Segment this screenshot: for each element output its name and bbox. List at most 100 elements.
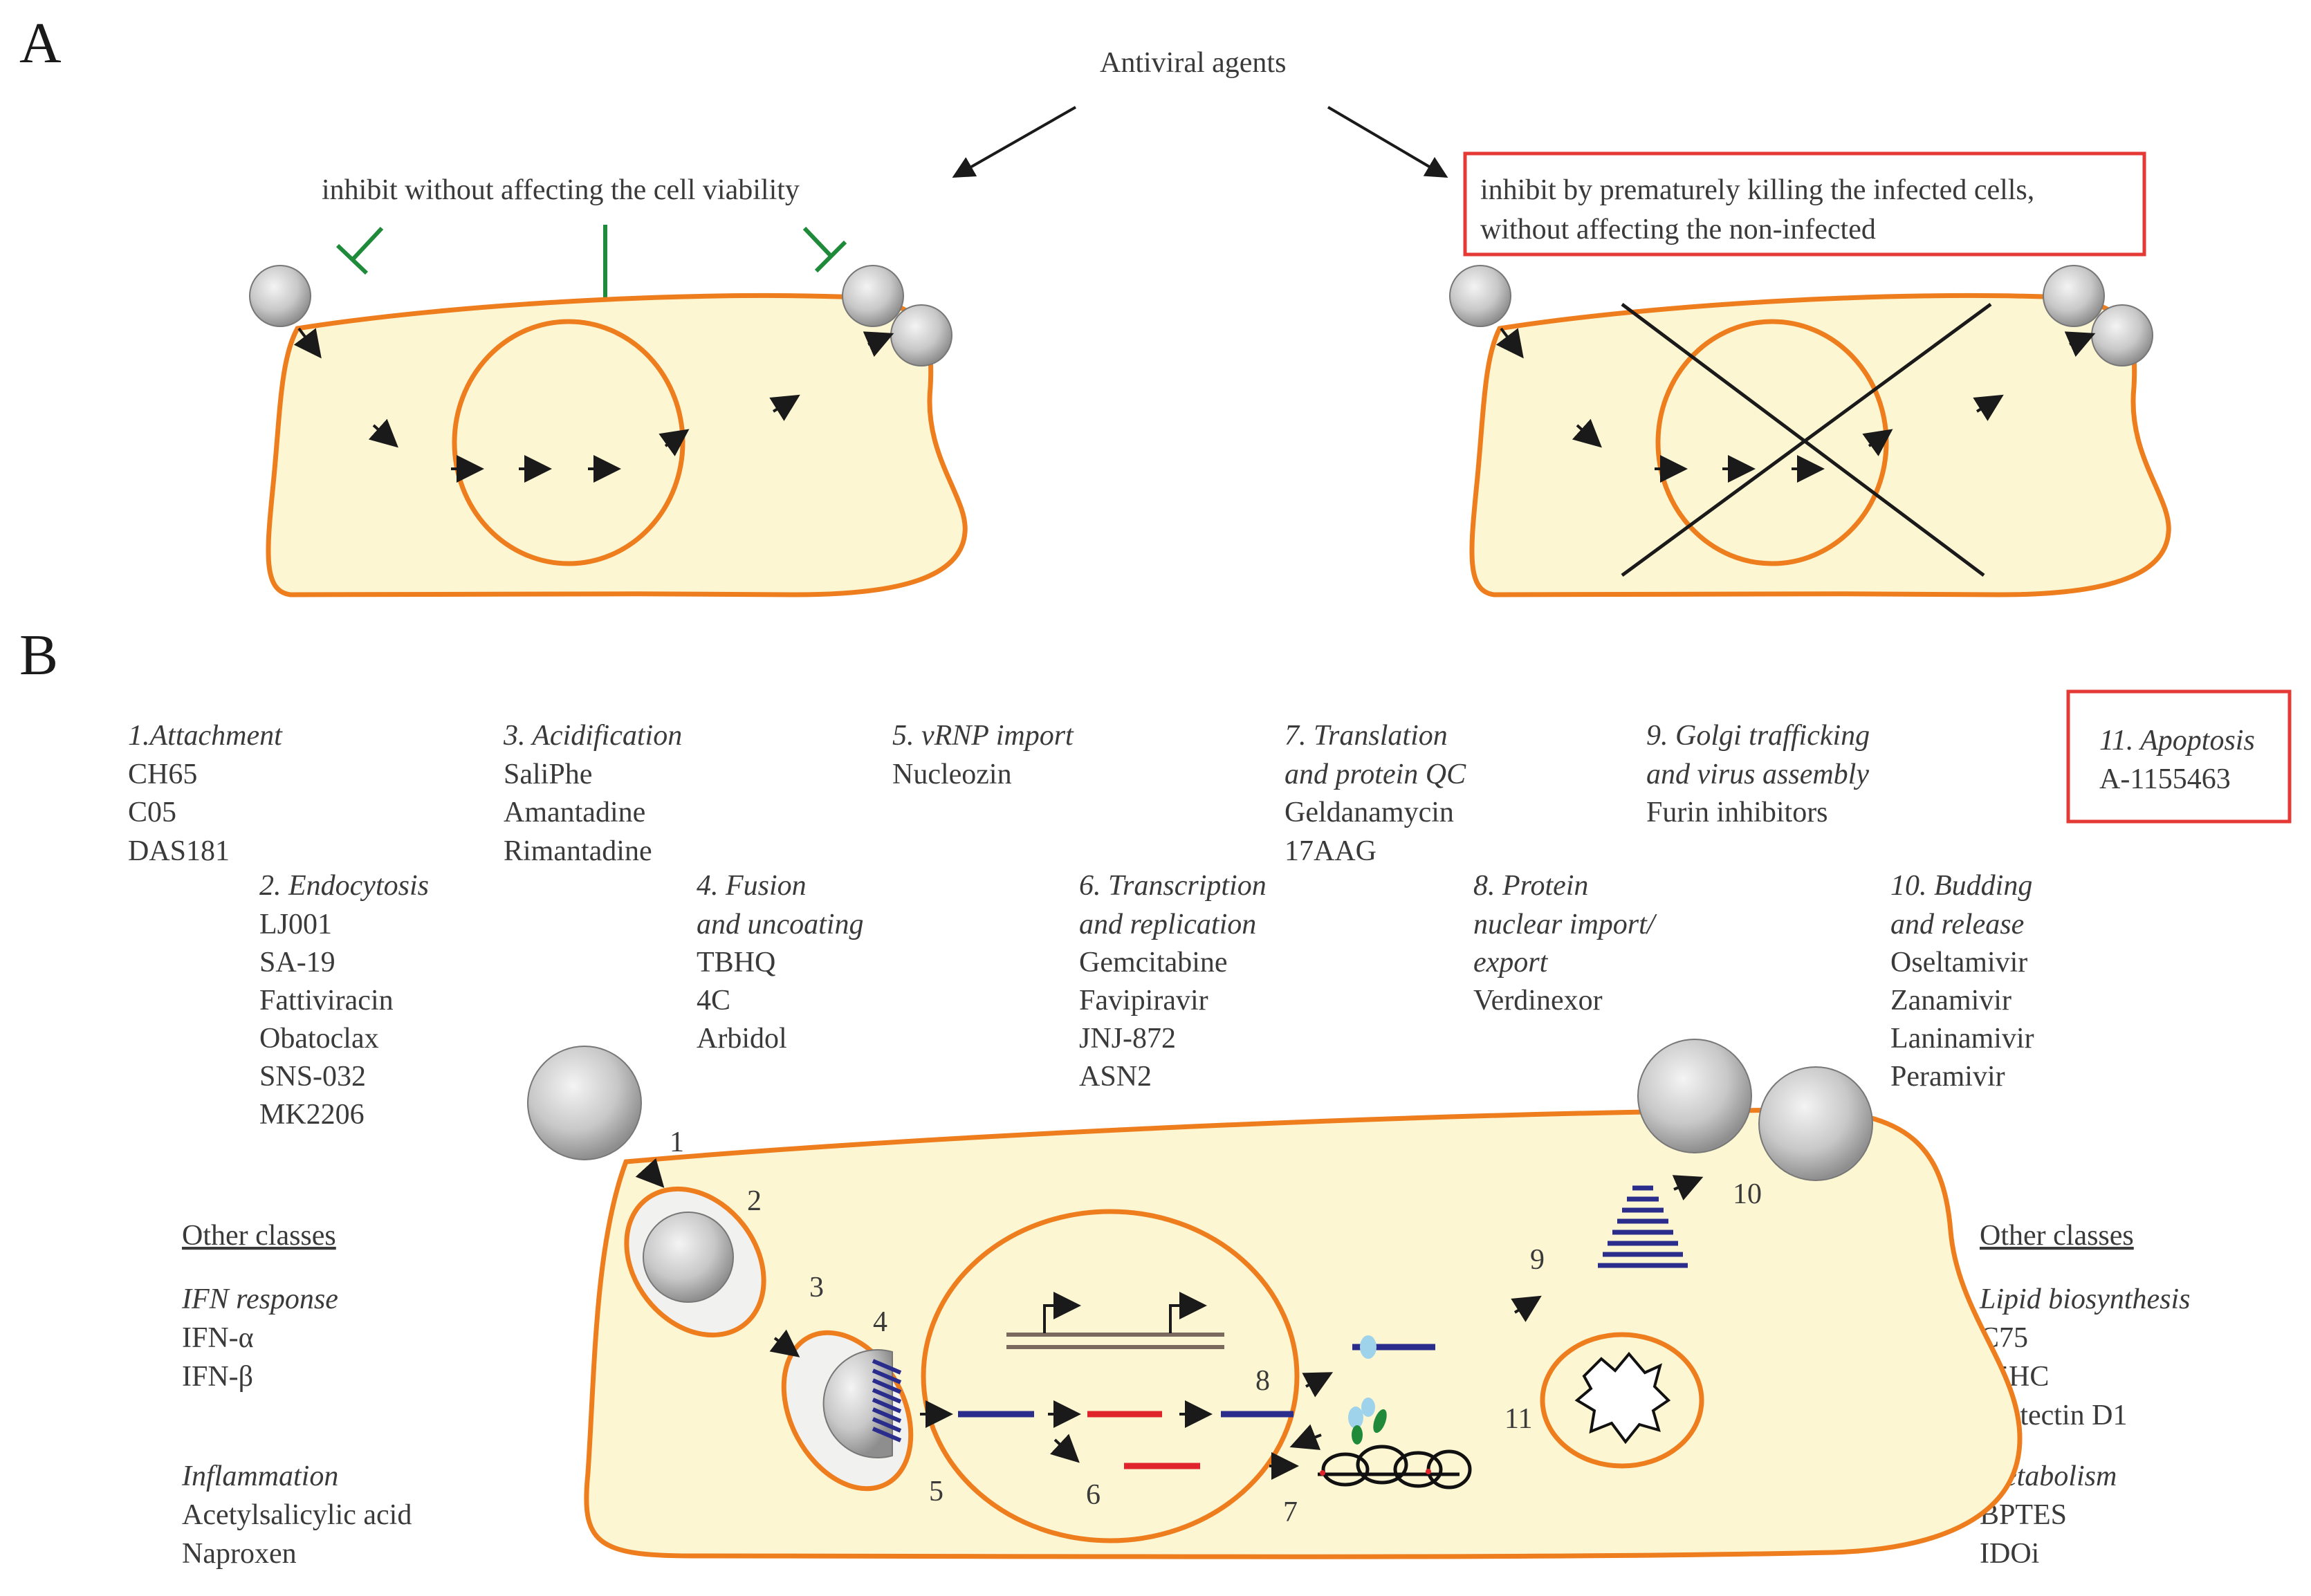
step-7-translation: 7. Translation and protein QC Geldanamyc… (1285, 720, 1466, 867)
replication-flow-arrows (635, 1158, 1704, 1480)
drug-label: SNS-032 (259, 1061, 366, 1093)
step-number: 10 (1733, 1178, 1762, 1210)
step-11-apoptosis: 11. Apoptosis A-1155463 (2099, 725, 2255, 795)
drug-label: ASN2 (1079, 1061, 1152, 1093)
left-virion-budding-2 (890, 304, 952, 366)
drug-label: Laninamivir (1890, 1023, 2034, 1055)
drug-label: Obatoclax (259, 1023, 379, 1055)
other-classes-heading: Other classes (1980, 1220, 2134, 1252)
step-number: 2 (747, 1185, 762, 1217)
drug-label: Arbidol (697, 1023, 787, 1055)
right-caption-line1: inhibit by prematurely killing the infec… (1480, 174, 2034, 206)
left-virion-entering (249, 265, 311, 327)
drug-label: SA-19 (259, 947, 335, 978)
step-number: 7 (1283, 1496, 1298, 1528)
step-title: 4. Fusion (697, 870, 807, 902)
drug-label: Gemcitabine (1079, 947, 1228, 978)
drug-label: Naproxen (182, 1538, 297, 1570)
drug-label: LJ001 (259, 909, 332, 940)
drug-label: IFN-β (182, 1361, 253, 1393)
step-9-golgi: 9. Golgi trafficking and virus assembly … (1646, 720, 1870, 828)
right-virion-budding-2 (2091, 304, 2153, 366)
step-title-line2: and protein QC (1285, 759, 1466, 790)
drug-label: Fattiviracin (259, 985, 394, 1017)
drug-label: Oseltamivir (1890, 947, 2027, 978)
step-title-line2: and virus assembly (1646, 759, 1869, 790)
step-number: 1 (670, 1126, 684, 1158)
step-title: 11. Apoptosis (2099, 725, 2255, 757)
right-cell-membrane (1469, 293, 2171, 597)
class-title: Lipid biosynthesis (1979, 1283, 2191, 1315)
cell-death-cross (1621, 302, 1992, 577)
virion-released-1 (1637, 1039, 1752, 1153)
transcription-start-arrows (1043, 1292, 1207, 1333)
left-cell-lifecycle-arrows (293, 327, 894, 483)
drug-label: Favipiravir (1079, 985, 1208, 1017)
right-virion-entering (1449, 265, 1511, 327)
left-virion-budding-1 (842, 265, 904, 327)
step-title-line3: export (1473, 947, 1549, 978)
step-title-line2: and replication (1079, 909, 1256, 940)
step-number: 3 (809, 1272, 824, 1303)
viral-proteins (1348, 1335, 1387, 1445)
panel-a-label: A (19, 11, 62, 75)
virion-released-2 (1758, 1066, 1873, 1181)
right-caption-line2: without affecting the non-infected (1480, 214, 1876, 245)
assembly-stack (1598, 1185, 1688, 1268)
drug-label: TBHQ (697, 947, 775, 978)
drug-label: Rimantadine (504, 835, 652, 867)
step-title: 7. Translation (1285, 720, 1448, 752)
drug-label: SaliPhe (504, 759, 592, 790)
right-mechanism-box (1463, 151, 2146, 257)
drug-label: 4C (697, 985, 730, 1017)
step-title: 9. Golgi trafficking (1646, 720, 1870, 752)
panel-b-label: B (19, 623, 58, 687)
step-title: 8. Protein (1473, 870, 1588, 902)
step-number: 4 (873, 1306, 887, 1338)
host-dna-strands (1006, 1333, 1224, 1349)
left-cell-membrane (266, 293, 968, 597)
step-title-line2: and release (1890, 909, 2024, 940)
drug-label: IFN-α (182, 1322, 254, 1354)
step-8-nuclear-transport: 8. Protein nuclear import/ export Verdin… (1473, 870, 1657, 1017)
step-10-budding: 10. Budding and release Oseltamivir Zana… (1890, 870, 2034, 1093)
ribosomes (1318, 1445, 1472, 1490)
other-classes-left: Other classes IFN response IFN-α IFN-β I… (181, 1220, 412, 1570)
drug-label: CH65 (128, 759, 197, 790)
step-number: 6 (1086, 1479, 1101, 1511)
step-5-vrnp-import: 5. vRNP import Nucleozin (892, 720, 1074, 790)
drug-label: Acetylsalicylic acid (182, 1499, 412, 1531)
drug-label: Furin inhibitors (1646, 797, 1828, 828)
inhibit-symbol-release (802, 226, 847, 273)
step-number: 5 (929, 1476, 943, 1507)
step-title: 10. Budding (1890, 870, 2032, 902)
drug-label: IDOi (1980, 1538, 2039, 1570)
drug-label: Verdinexor (1473, 985, 1603, 1017)
drug-label: Peramivir (1890, 1061, 2005, 1093)
antiviral-agents-label: Antiviral agents (1100, 47, 1286, 79)
class-title: Inflammation (181, 1460, 338, 1492)
arrow-to-right-mechanism (1327, 106, 1448, 178)
apoptosis-highlight-box (2066, 689, 2292, 824)
drug-label: A-1155463 (2099, 763, 2231, 795)
inhibit-symbol-attachment (335, 226, 384, 275)
left-mechanism-caption: inhibit without affecting the cell viabi… (322, 174, 800, 206)
step-title: 6. Transcription (1079, 870, 1267, 902)
vrnp-release-bars (872, 1359, 902, 1442)
main-cell-nucleus (921, 1209, 1300, 1543)
arrow-to-left-mechanism (952, 106, 1076, 178)
endosome-virion (643, 1212, 734, 1303)
step-title: 5. vRNP import (892, 720, 1074, 752)
step-6-transcription: 6. Transcription and replication Gemcita… (1079, 870, 1267, 1093)
drug-label: Zanamivir (1890, 985, 2011, 1017)
drug-label: JNJ-872 (1079, 1023, 1176, 1055)
drug-label: MK2206 (259, 1099, 365, 1131)
right-virion-budding-1 (2043, 265, 2105, 327)
apoptotic-body (1574, 1351, 1671, 1445)
step-1-attachment: 1.Attachment CH65 C05 DAS181 (128, 720, 283, 867)
step-title-line2: nuclear import/ (1473, 909, 1657, 940)
step-3-acidification: 3. Acidification SaliPhe Amantadine Rima… (503, 720, 682, 867)
drug-label: Amantadine (504, 797, 645, 828)
step-title: 3. Acidification (503, 720, 682, 752)
